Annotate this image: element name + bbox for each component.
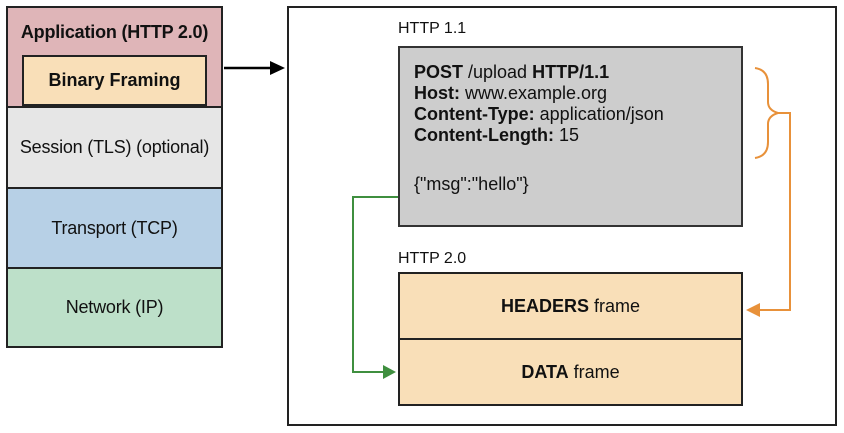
header-name: Host: — [414, 83, 460, 103]
application-layer-label: Application (HTTP 2.0) — [20, 22, 209, 42]
http11-request-box: POST /upload HTTP/1.1 Host: www.example.… — [398, 46, 743, 227]
binary-framing-layer: Binary Framing — [22, 55, 207, 106]
binary-framing-label: Binary Framing — [48, 70, 181, 90]
header-value: www.example.org — [460, 83, 608, 103]
http2-label: HTTP 2.0 — [398, 250, 467, 267]
request-version: HTTP/1.1 — [532, 62, 610, 82]
headers-brace-arrow — [746, 67, 791, 317]
header-value: 15 — [553, 125, 579, 145]
data-frame-suffix: frame — [573, 361, 620, 382]
http11-label: HTTP 1.1 — [398, 20, 467, 37]
request-body: {"msg":"hello"} — [414, 174, 529, 194]
request-path: /upload — [463, 62, 533, 82]
body-to-data-arrow — [352, 196, 398, 379]
headers-frame-suffix: frame — [594, 295, 641, 316]
data-frame-name: DATA — [521, 361, 569, 382]
header-line-content-length: Content-Length: 15 — [414, 125, 741, 146]
network-layer-label: Network (IP) — [65, 297, 164, 317]
header-name: Content-Length: — [414, 125, 554, 145]
headers-frame-name: HEADERS — [500, 295, 589, 316]
network-layer: Network (IP) — [6, 267, 223, 348]
header-value: application/json — [534, 104, 664, 124]
request-line: POST /upload HTTP/1.1 — [414, 62, 741, 83]
session-layer-label: Session (TLS) (optional) — [19, 137, 210, 157]
session-layer: Session (TLS) (optional) — [6, 106, 223, 189]
header-line-host: Host: www.example.org — [414, 83, 741, 104]
transport-layer-label: Transport (TCP) — [51, 217, 178, 238]
stack-to-panel-arrow — [224, 61, 285, 75]
header-name: Content-Type: — [414, 104, 535, 124]
header-line-content-type: Content-Type: application/json — [414, 104, 741, 125]
request-method: POST — [414, 62, 464, 82]
